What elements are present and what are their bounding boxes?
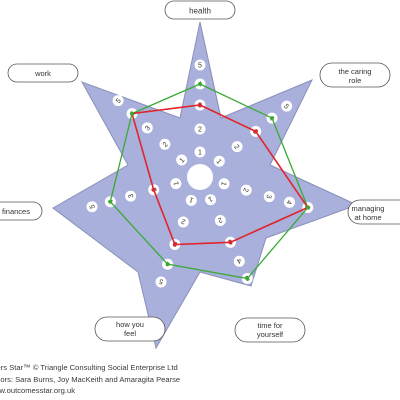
label-managing-at-home: managing at home bbox=[347, 199, 400, 225]
rating-dot-managing-at-home-1 bbox=[218, 178, 230, 190]
series-red-point-how-you-feel bbox=[172, 242, 177, 247]
rating-dot-the-caring-role-2 bbox=[231, 141, 243, 153]
rating-dot-how-you-feel-5 bbox=[155, 276, 167, 288]
rating-number-finances-1: 1 bbox=[173, 180, 181, 186]
label-work-text: work bbox=[34, 69, 51, 78]
rating-number-the-caring-role-2: 2 bbox=[232, 144, 240, 152]
rating-number-the-caring-role-5: 5 bbox=[282, 103, 290, 111]
rating-dot-work-2 bbox=[159, 138, 171, 150]
label-the-caring-role-line2: role bbox=[349, 76, 362, 85]
label-finances-text: finances bbox=[2, 207, 30, 216]
label-managing-at-home-line1: managing bbox=[352, 204, 385, 213]
series-green-point-work bbox=[130, 111, 134, 116]
rating-dot-finances-5 bbox=[86, 201, 98, 213]
series-markers bbox=[108, 82, 310, 281]
series-green-point-the-caring-role bbox=[270, 116, 274, 121]
series-green-point-health bbox=[198, 82, 202, 86]
series-green-point-finances bbox=[108, 199, 113, 204]
rating-number-work-3: 3 bbox=[144, 125, 152, 133]
rating-dot-time-for-yourself-1 bbox=[205, 194, 217, 206]
rating-dot-health-1 bbox=[194, 146, 206, 158]
label-health: health bbox=[164, 0, 236, 20]
rating-number-work-5: 5 bbox=[115, 97, 123, 105]
label-finances: finances bbox=[0, 201, 43, 221]
rating-number-managing-at-home-4: 4 bbox=[285, 199, 293, 205]
rating-number-how-you-feel-2: 2 bbox=[181, 217, 187, 225]
series-red-point-time-for-yourself bbox=[228, 240, 233, 245]
rating-number-finances-3: 3 bbox=[128, 193, 136, 199]
rating-dot-work-1 bbox=[176, 154, 188, 166]
footer-copyright: rers Star™ © Triangle Consulting Social … bbox=[0, 363, 178, 372]
series-green-point-time-for-yourself bbox=[245, 276, 250, 281]
label-how-you-feel: how you feel bbox=[94, 316, 166, 342]
rating-number-the-caring-role-1: 1 bbox=[215, 158, 223, 166]
series-red-point-health bbox=[198, 103, 202, 107]
label-health-text: health bbox=[189, 7, 211, 16]
rating-number-work-1: 1 bbox=[179, 157, 187, 165]
rating-dot-health-2 bbox=[194, 123, 206, 135]
label-the-caring-role-line1: the caring bbox=[339, 67, 372, 76]
label-the-caring-role: the caring role bbox=[319, 62, 391, 88]
rating-dot-health-5 bbox=[194, 59, 206, 71]
rating-dot-the-caring-role-5 bbox=[281, 100, 293, 112]
rating-dot-the-caring-role-1 bbox=[213, 155, 225, 167]
label-how-you-feel-line1: how you bbox=[116, 320, 144, 329]
rating-dot-work-3 bbox=[141, 122, 153, 134]
footer-credits: rers Star™ © Triangle Consulting Social … bbox=[0, 362, 294, 397]
label-time-for-yourself: time for yourself bbox=[234, 317, 306, 343]
rating-number-finances-5: 5 bbox=[89, 204, 97, 210]
rating-dot-managing-at-home-3 bbox=[263, 191, 275, 203]
label-managing-at-home-line2: at home bbox=[354, 213, 381, 222]
rating-dot-time-for-yourself-2 bbox=[214, 215, 226, 226]
series-red-point-finances bbox=[151, 187, 156, 192]
rating-dot-time-for-yourself-4 bbox=[233, 255, 245, 267]
rating-number-how-you-feel-1: 1 bbox=[189, 195, 195, 203]
rating-dot-finances-3 bbox=[125, 190, 137, 202]
series-red-point-the-caring-role bbox=[253, 129, 258, 134]
series-green-line bbox=[109, 83, 309, 280]
footer-website: ww.outcomesstar.org.uk bbox=[0, 386, 76, 395]
series-green-point-how-you-feel bbox=[165, 262, 170, 267]
rating-number-how-you-feel-5: 5 bbox=[158, 277, 164, 285]
rating-number-health-2: 2 bbox=[198, 127, 202, 134]
rating-dot-managing-at-home-2 bbox=[240, 184, 252, 196]
rating-dot-work-5 bbox=[112, 95, 124, 107]
rating-number-health-5: 5 bbox=[198, 63, 202, 70]
rating-number-time-for-yourself-2: 2 bbox=[217, 216, 224, 224]
star-center bbox=[187, 164, 213, 190]
rating-dot-how-you-feel-2 bbox=[177, 216, 189, 228]
rating-dot-how-you-feel-1 bbox=[185, 194, 197, 206]
rating-number-work-2: 2 bbox=[162, 141, 170, 149]
series-green-point-managing-at-home bbox=[305, 205, 310, 210]
rating-number-time-for-yourself-1: 1 bbox=[207, 195, 214, 203]
label-time-for-yourself-line1: time for bbox=[257, 321, 283, 330]
rating-number-managing-at-home-2: 2 bbox=[241, 187, 249, 193]
label-time-for-yourself-line2: yourself bbox=[257, 330, 284, 339]
series-red-line bbox=[130, 104, 310, 246]
rating-dot-managing-at-home-4 bbox=[284, 196, 295, 208]
rating-number-managing-at-home-1: 1 bbox=[219, 181, 227, 187]
rating-number-managing-at-home-3: 3 bbox=[264, 193, 272, 199]
label-how-you-feel-line2: feel bbox=[124, 329, 136, 338]
footer-authors: thors: Sara Burns, Joy MacKeith and Amar… bbox=[0, 374, 181, 384]
rating-dot-finances-1 bbox=[170, 178, 182, 190]
label-work: work bbox=[7, 63, 79, 83]
rating-number-health-1: 1 bbox=[198, 150, 202, 157]
rating-number-time-for-yourself-4: 4 bbox=[236, 256, 243, 264]
